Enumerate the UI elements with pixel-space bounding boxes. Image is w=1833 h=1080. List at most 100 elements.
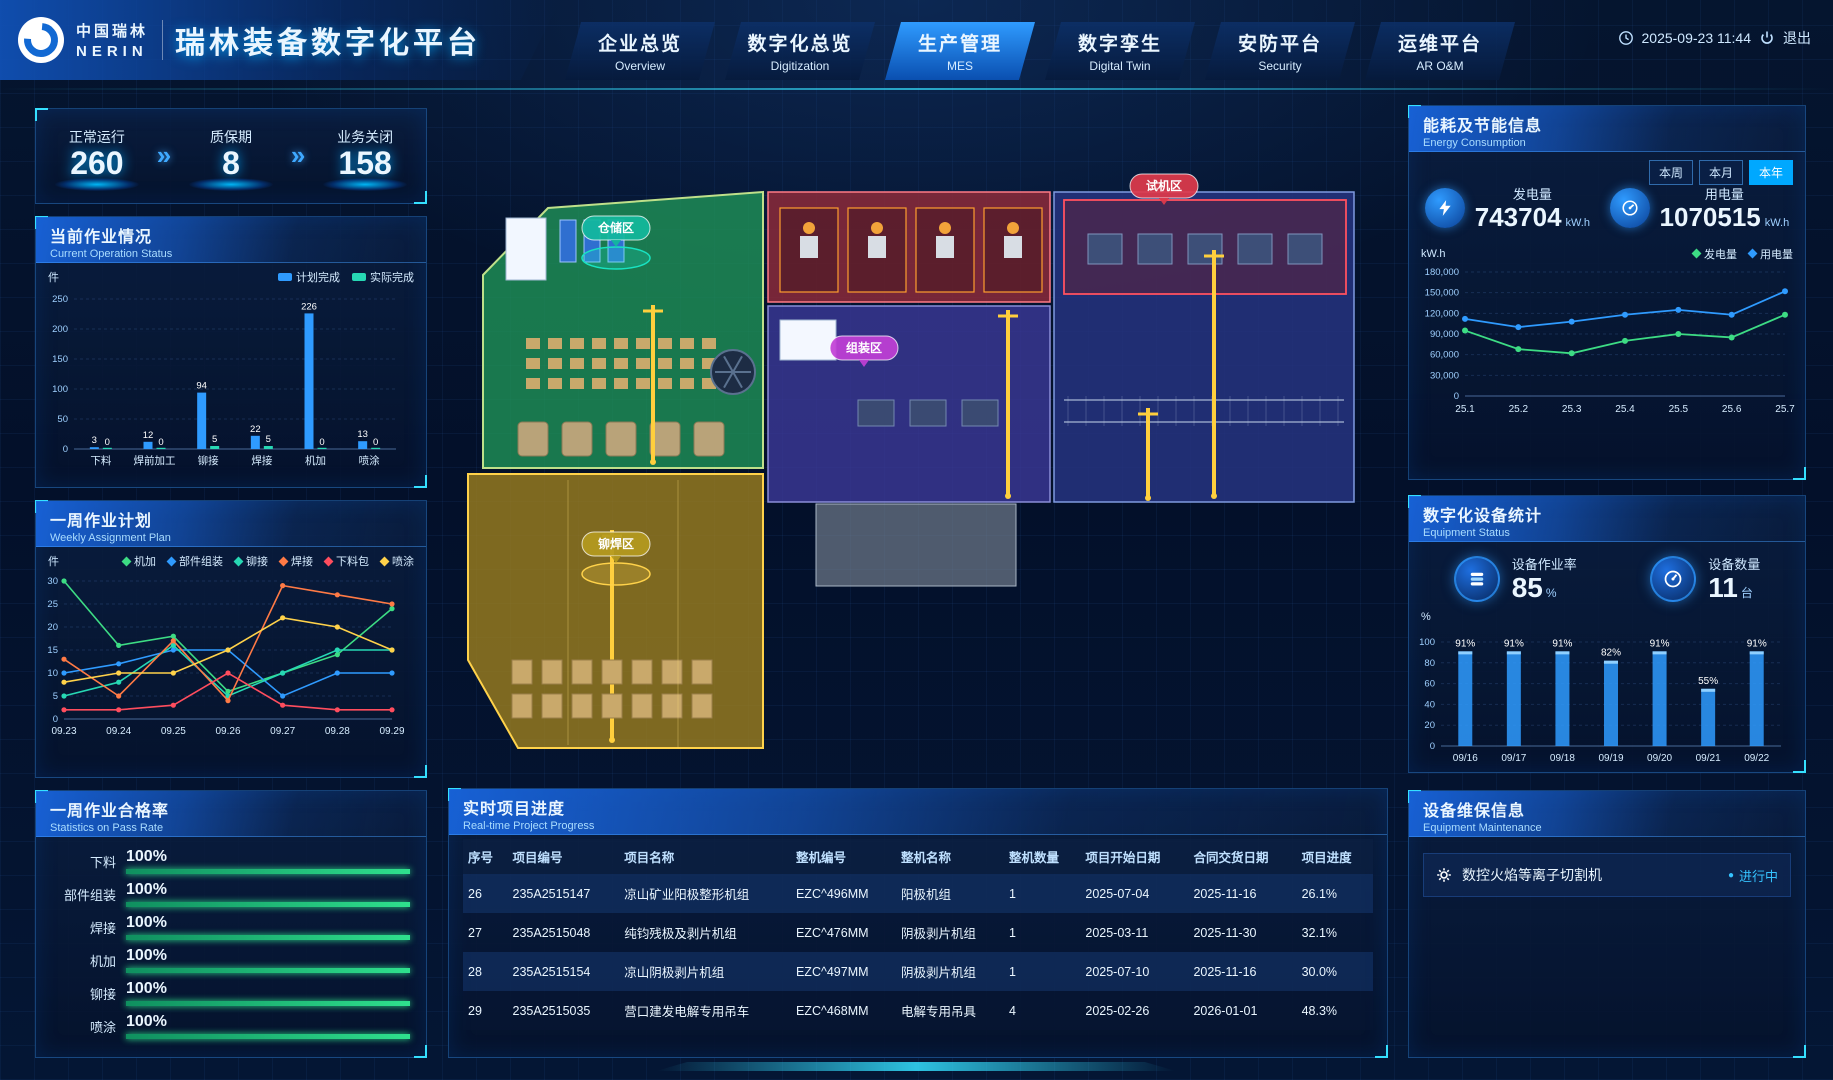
panel-header: 一周作业合格率 Statistics on Pass Rate — [36, 791, 426, 837]
glow-pedestal — [189, 178, 273, 192]
svg-text:200: 200 — [52, 324, 68, 335]
zone-label: 组装区 — [829, 335, 899, 367]
table-header-row: 序号项目编号项目名称整机编号整机名称整机数量项目开始日期合同交货日期项目进度 — [463, 839, 1373, 874]
svg-text:100: 100 — [52, 384, 68, 395]
unit-label: % — [1421, 610, 1431, 623]
svg-text:30,000: 30,000 — [1430, 370, 1459, 381]
column-header: 序号 — [463, 839, 508, 874]
column-header: 整机数量 — [1004, 839, 1081, 874]
weekly-legend: 机加部件组装铆接焊接下料包喷涂 — [121, 553, 414, 569]
svg-text:15: 15 — [47, 645, 58, 656]
svg-text:91%: 91% — [1650, 638, 1670, 649]
svg-text:09.28: 09.28 — [325, 726, 350, 737]
column-header: 项目编号 — [507, 839, 620, 874]
svg-text:25.1: 25.1 — [1455, 404, 1475, 415]
column-header: 项目名称 — [619, 839, 791, 874]
project-progress-panel: 实时项目进度 Real-time Project Progress 序号项目编号… — [448, 788, 1388, 1058]
panel-subtitle: Current Operation Status — [50, 248, 173, 260]
panel-title: 数字化设备统计 — [1423, 508, 1543, 525]
current-operation-panel: 当前作业情况 Current Operation Status 件 计划完成实际… — [35, 216, 427, 488]
svg-text:150,000: 150,000 — [1425, 287, 1459, 298]
chart-meta: 件 计划完成实际完成 — [36, 263, 426, 285]
svg-text:40: 40 — [1424, 699, 1435, 710]
panel-subtitle: Weekly Assignment Plan — [50, 532, 171, 544]
svg-text:5: 5 — [212, 434, 217, 445]
svg-text:82%: 82% — [1601, 648, 1621, 659]
panel-header: 一周作业计划 Weekly Assignment Plan — [36, 501, 426, 547]
logo-cn: 中国瑞林 — [76, 23, 149, 40]
column-header: 合同交货日期 — [1188, 839, 1297, 874]
svg-text:09.27: 09.27 — [270, 726, 295, 737]
maintenance-item[interactable]: 数控火焰等离子切割机●进行中 — [1423, 853, 1791, 897]
svg-text:09/19: 09/19 — [1598, 753, 1623, 764]
svg-text:250: 250 — [52, 294, 68, 305]
legend-item: 用电量 — [1747, 246, 1793, 262]
factory-3d-map[interactable]: 仓储区组装区铆焊区试机区 — [448, 100, 1388, 782]
svg-text:09/18: 09/18 — [1550, 753, 1575, 764]
svg-text:91%: 91% — [1455, 638, 1475, 649]
legend-item: 机加 — [121, 553, 156, 569]
chart-meta: 件 机加部件组装铆接焊接下料包喷涂 — [36, 547, 426, 569]
panel-subtitle: Equipment Maintenance — [1423, 822, 1542, 834]
brand: 中国瑞林 NERIN 瑞林装备数字化平台 — [0, 0, 560, 80]
column-header: 整机名称 — [895, 839, 1005, 874]
panel-subtitle: Real-time Project Progress — [463, 820, 595, 832]
svg-text:0: 0 — [1430, 741, 1435, 752]
svg-text:20: 20 — [1424, 720, 1435, 731]
svg-text:25.7: 25.7 — [1775, 404, 1795, 415]
chart-meta: kW.h 发电量用电量 — [1409, 240, 1805, 262]
svg-text:3: 3 — [92, 435, 97, 446]
svg-text:0: 0 — [1454, 391, 1459, 402]
logout-button[interactable]: 退出 — [1783, 30, 1811, 46]
datetime-label: 2025-09-23 11:44 — [1641, 30, 1752, 46]
svg-text:铆接: 铆接 — [198, 454, 219, 467]
legend-item: 焊接 — [278, 553, 313, 569]
svg-text:09.29: 09.29 — [379, 726, 404, 737]
glow-pedestal — [323, 178, 408, 192]
svg-text:试机区: 试机区 — [1146, 178, 1182, 193]
svg-text:91%: 91% — [1747, 638, 1767, 649]
legend-item: 发电量 — [1691, 246, 1737, 262]
tab-range-week[interactable]: 本周 — [1648, 160, 1693, 185]
panel-header: 设备维保信息 Equipment Maintenance — [1409, 791, 1805, 837]
zone-label: 铆焊区 — [581, 531, 651, 563]
svg-text:120,000: 120,000 — [1425, 308, 1459, 319]
panel-title: 能耗及节能信息 — [1423, 118, 1543, 135]
glow-pedestal — [54, 178, 139, 192]
logo-text: 中国瑞林 NERIN — [76, 20, 164, 60]
unit-label: kW.h — [1421, 247, 1446, 260]
tab-range-year[interactable]: 本年 — [1748, 160, 1793, 185]
status-badge: ●进行中 — [1727, 868, 1778, 884]
legend-item: 部件组装 — [166, 553, 223, 569]
panel-subtitle: Energy Consumption — [1423, 137, 1526, 149]
tab-range-month[interactable]: 本月 — [1698, 160, 1743, 185]
panel-header: 当前作业情况 Current Operation Status — [36, 217, 426, 263]
legend-item: 下料包 — [323, 553, 369, 569]
power-icon[interactable] — [1759, 30, 1775, 46]
svg-text:60,000: 60,000 — [1430, 349, 1459, 360]
svg-text:55%: 55% — [1698, 676, 1718, 687]
